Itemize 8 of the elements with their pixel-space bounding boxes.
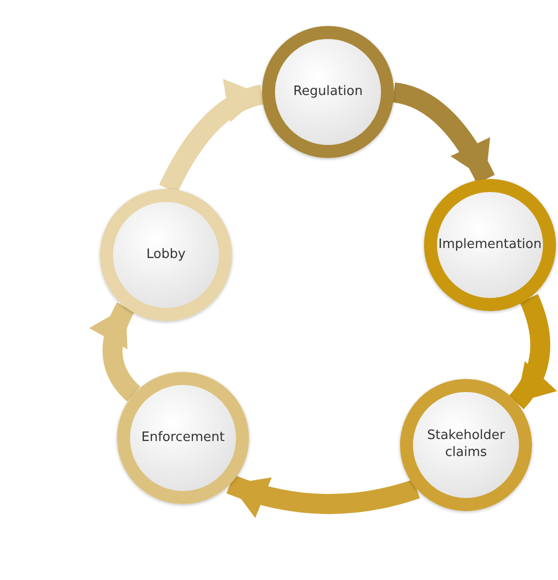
stage-label: Lobby [146,246,186,264]
stage-label: Implementation [438,236,542,254]
stage-label: Stakeholder claims [426,428,506,462]
curved-arrow [508,294,557,409]
curved-arrow [226,474,420,518]
curved-arrow [90,302,141,402]
stage-label: Enforcement [141,430,225,446]
stage-label: Regulation [293,84,363,100]
